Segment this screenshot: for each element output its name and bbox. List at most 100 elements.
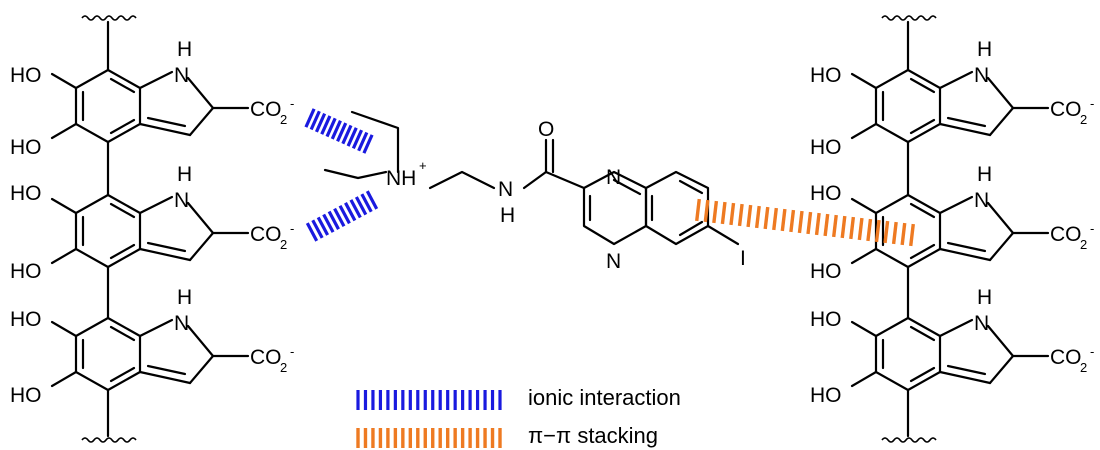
ionic-dash — [336, 122, 348, 142]
pi-stacking-marks — [695, 198, 915, 247]
carbonyl-o-label: O — [538, 118, 554, 141]
ionic-dash — [327, 210, 340, 230]
stacking-dash — [814, 212, 821, 236]
carboxylate-subscript: 2 — [1080, 237, 1087, 252]
indole-h-label: H — [177, 163, 192, 186]
polymer-continuation-mark — [881, 437, 937, 443]
stacking-dash — [780, 208, 787, 232]
indole-h-label: H — [977, 38, 992, 61]
hydroxyl-label: HO — [10, 136, 42, 159]
stacking-dash — [849, 216, 856, 240]
legend: ionic interaction π−π stacking — [356, 385, 681, 448]
iodine-label: I — [740, 247, 746, 270]
legend-stacking-swatch — [356, 428, 502, 448]
legend-stacking-label: π−π stacking — [528, 423, 658, 448]
carboxylate-charge: - — [290, 344, 294, 359]
ionic-dash — [354, 196, 368, 216]
carboxylate-subscript: 2 — [280, 360, 287, 375]
ionic-dash — [320, 115, 332, 135]
stacking-dash — [823, 213, 830, 237]
ionic-dash — [344, 202, 357, 222]
stacking-dash — [754, 205, 761, 229]
stacking-dash — [772, 207, 779, 231]
indole-h-label: H — [977, 286, 992, 309]
hydroxyl-label: HO — [10, 182, 42, 205]
stacking-dash — [789, 209, 796, 233]
ionic-dash — [316, 216, 330, 236]
left-unit-3: HO HO N H CO 2 - — [10, 286, 294, 407]
hydroxyl-label: HO — [810, 182, 842, 205]
stacking-dash — [866, 218, 873, 242]
carboxylate-label: CO — [1050, 346, 1082, 369]
ammonium-charge: + — [419, 158, 427, 173]
amide-h-label: H — [500, 204, 515, 227]
right-unit-3: HO HO N H CO 2 - — [810, 286, 1094, 407]
indole-n-label: N — [174, 189, 189, 212]
carboxylate-charge: - — [1090, 221, 1094, 236]
ionic-dash — [357, 131, 369, 152]
polymer-continuation-mark — [81, 15, 137, 21]
stacking-dash — [831, 214, 838, 238]
stacking-dash — [806, 211, 813, 235]
hydroxyl-label: HO — [10, 64, 42, 87]
stacking-dash — [909, 223, 915, 247]
ionic-interaction-marks — [304, 108, 379, 242]
hydroxyl-label: HO — [10, 308, 42, 331]
quinoxaline-n4-label: N — [606, 250, 621, 273]
hydroxyl-label: HO — [810, 64, 842, 87]
indole-n-label: N — [174, 312, 189, 335]
left-polymer-strand: HO HO N H CO 2 - HO HO N H CO 2 - HO HO … — [10, 15, 294, 443]
ionic-dash — [325, 117, 337, 138]
ionic-dash — [338, 204, 351, 225]
hydroxyl-label: HO — [10, 384, 42, 407]
stacking-dash — [712, 200, 719, 224]
carboxylate-charge: - — [1090, 96, 1094, 111]
stacking-dash — [746, 204, 753, 228]
right-unit-2: HO HO N H CO 2 - — [810, 163, 1094, 283]
legend-ionic-label: ionic interaction — [528, 385, 681, 410]
carboxylate-label: CO — [1050, 98, 1082, 121]
stacking-dash — [874, 219, 881, 243]
stacking-dash — [729, 202, 736, 226]
stacking-dash — [900, 222, 907, 246]
ionic-dash — [322, 213, 335, 233]
ionic-dash — [309, 110, 321, 131]
stacking-dash — [883, 220, 890, 244]
quinoxaline-n1-label: N — [606, 166, 621, 189]
indole-h-label: H — [977, 163, 992, 186]
stacking-dash — [763, 206, 770, 230]
hydroxyl-label: HO — [10, 260, 42, 283]
indole-n-label: N — [974, 312, 989, 335]
indole-h-label: H — [177, 38, 192, 61]
ionic-dash — [305, 222, 319, 242]
stacking-dash — [857, 217, 864, 241]
stacking-dash — [737, 203, 744, 227]
amide-n-label: N — [498, 178, 513, 201]
stacking-dash — [703, 199, 710, 223]
stacking-dash — [695, 198, 701, 222]
carboxylate-charge: - — [290, 96, 294, 111]
ionic-dash — [341, 124, 353, 145]
indole-n-label: N — [974, 64, 989, 87]
polymer-continuation-mark — [881, 15, 937, 21]
ionic-dash — [365, 190, 379, 210]
right-polymer-strand: HO HO N H CO 2 - HO HO N H CO 2 - HO HO … — [810, 15, 1094, 443]
ionic-dash — [346, 127, 358, 147]
stacking-dash — [891, 221, 898, 245]
hydroxyl-label: HO — [810, 260, 842, 283]
stacking-dash — [840, 215, 847, 239]
polymer-continuation-mark — [81, 437, 137, 443]
hydroxyl-label: HO — [810, 136, 842, 159]
carboxylate-subscript: 2 — [280, 237, 287, 252]
carboxylate-label: CO — [1050, 223, 1082, 246]
carboxylate-label: CO — [250, 98, 282, 121]
hydroxyl-label: HO — [810, 384, 842, 407]
ionic-dash — [360, 193, 373, 213]
ammonium-nitrogen-label: NH — [386, 167, 416, 190]
ionic-dash — [351, 129, 364, 150]
legend-ionic-swatch — [356, 390, 502, 410]
indole-n-label: N — [174, 64, 189, 87]
carboxylate-charge: - — [290, 221, 294, 236]
ionic-dash — [330, 120, 342, 140]
